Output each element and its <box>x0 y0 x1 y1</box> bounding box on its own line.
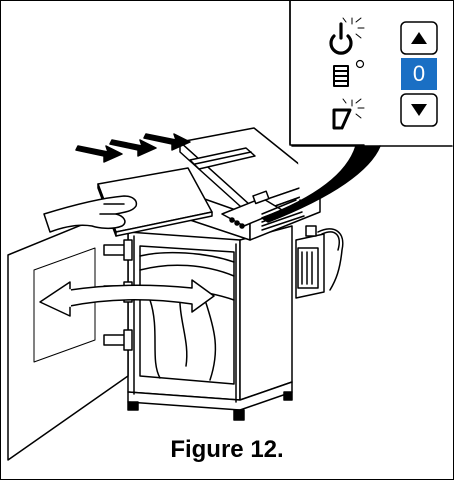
triangle-up-icon <box>411 32 427 44</box>
figure-caption: Figure 12. <box>170 436 284 463</box>
shredder-cabinet <box>127 127 321 421</box>
callout <box>261 0 453 223</box>
up-button <box>400 21 438 55</box>
hand <box>43 195 138 233</box>
door-swing-arrow <box>39 279 215 317</box>
door-open-blinking-icon <box>332 98 365 130</box>
counter-value: 0 <box>412 61 426 86</box>
counter-display <box>401 58 437 90</box>
triangle-down-icon <box>411 104 427 116</box>
oil-bottle <box>295 225 344 299</box>
bin-full-icon <box>333 59 365 87</box>
feed-direction-arrows <box>75 133 191 163</box>
power-blinking-icon <box>329 17 365 55</box>
down-button <box>400 93 438 127</box>
cabinet-door <box>7 205 133 461</box>
